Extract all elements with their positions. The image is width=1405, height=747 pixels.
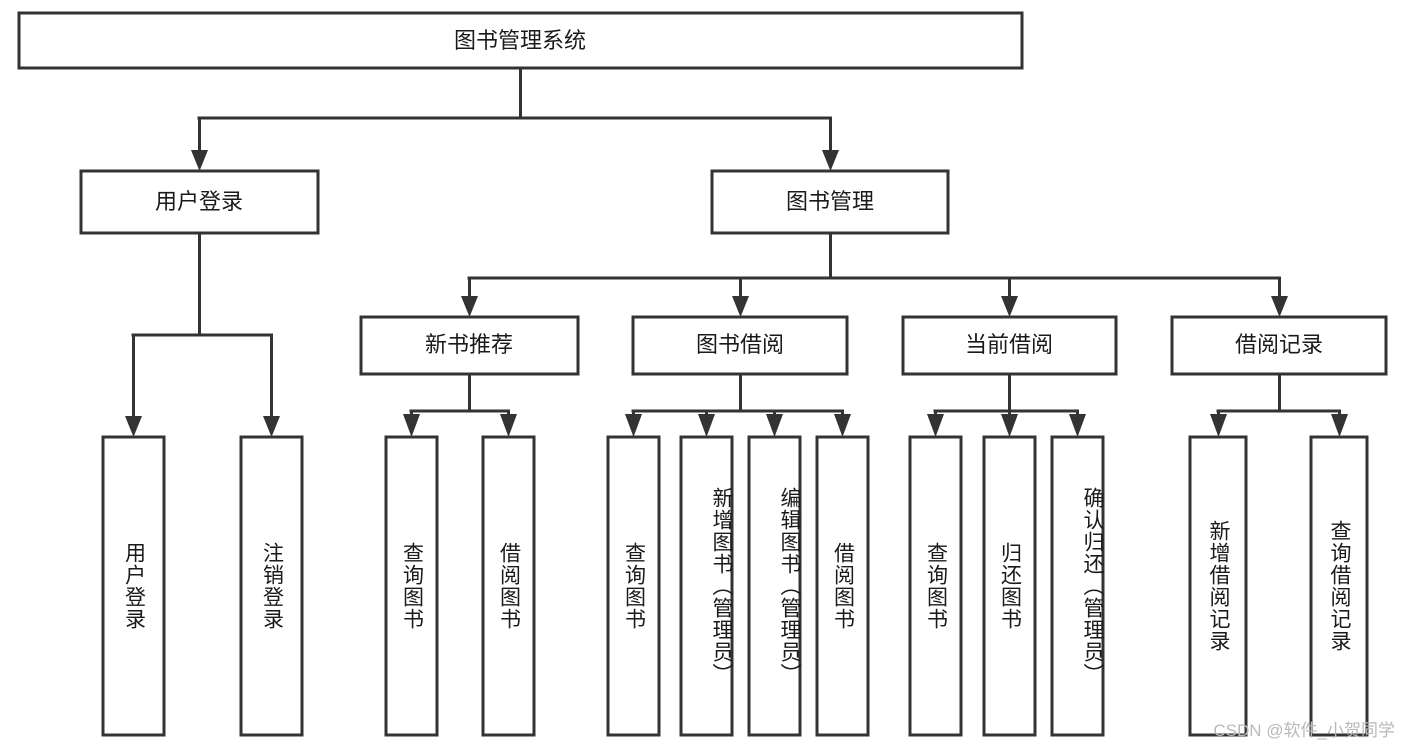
node-group-leaves: [101, 435, 1369, 737]
connector-group-book-manage: [461, 231, 1288, 317]
arrow-head-book-borrow: [732, 296, 749, 317]
node-box-leaf-borrow-add-book[interactable]: [679, 435, 734, 737]
node-label-user-login: 用户登录: [155, 189, 243, 214]
arrow-head-leaf-cur-confirm-return: [1069, 414, 1086, 437]
node-box-leaf-rec-add-record[interactable]: [1188, 435, 1248, 737]
connector-group-current-borrow-children: [927, 372, 1086, 437]
node-box-book-manage[interactable]: [710, 169, 950, 235]
csdn-watermark: CSDN @软件_小贺同学: [1213, 721, 1395, 740]
node-label-book-borrow: 图书借阅: [696, 332, 784, 357]
node-box-new-book-rec[interactable]: [359, 315, 580, 376]
arrow-head-borrow-record: [1271, 296, 1288, 317]
node-box-leaf-borrow-query-book[interactable]: [606, 435, 661, 737]
arrow-head-leaf-cur-return-book: [1001, 414, 1018, 437]
node-box-leaf-borrow-edit-book[interactable]: [747, 435, 802, 737]
arrow-head-book-manage: [822, 150, 839, 171]
node-group-borrow-record: 借阅记录: [1170, 315, 1388, 376]
connector-group-new-book-rec-children: [403, 372, 517, 437]
node-box-leaf-cur-query-book[interactable]: [908, 435, 963, 737]
node-label-new-book-rec: 新书推荐: [425, 332, 513, 357]
arrow-head-leaf-borrow-query-book: [625, 414, 642, 437]
arrow-head-leaf-borrow-borrow-book: [834, 414, 851, 437]
connector-group-user-login-children: [125, 231, 280, 437]
arrow-head-leaf-borrow-edit-book: [766, 414, 783, 437]
node-box-leaf-rec-query-record[interactable]: [1309, 435, 1369, 737]
node-box-borrow-record[interactable]: [1170, 315, 1388, 376]
arrow-head-leaf-user-login: [125, 416, 142, 437]
arrow-head-leaf-rec-query-record: [1331, 414, 1348, 437]
node-box-leaf-rec-borrow-book[interactable]: [481, 435, 536, 737]
node-group-root: 图书管理系统: [17, 11, 1024, 70]
arrow-head-leaf-rec-borrow-book: [500, 414, 517, 437]
connector-group-borrow-record-children: [1210, 372, 1348, 437]
node-box-book-borrow[interactable]: [631, 315, 849, 376]
node-box-leaf-user-login[interactable]: [101, 435, 166, 737]
node-box-root[interactable]: [17, 11, 1024, 70]
node-label-borrow-record: 借阅记录: [1235, 332, 1323, 357]
node-group-user-login: 用户登录: [79, 169, 320, 235]
arrow-head-leaf-rec-add-record: [1210, 414, 1227, 437]
node-box-leaf-cur-return-book[interactable]: [982, 435, 1037, 737]
node-group-current-borrow: 当前借阅: [901, 315, 1118, 376]
node-box-leaf-borrow-borrow-book[interactable]: [815, 435, 870, 737]
arrow-head-leaf-borrow-add-book: [698, 414, 715, 437]
connector-group-root: [191, 66, 839, 171]
node-group-book-borrow: 图书借阅: [631, 315, 849, 376]
node-box-leaf-rec-query-book[interactable]: [384, 435, 439, 737]
node-box-current-borrow[interactable]: [901, 315, 1118, 376]
node-box-leaf-user-logout[interactable]: [239, 435, 304, 737]
arrow-head-user-login: [191, 150, 208, 171]
node-group-new-book-rec: 新书推荐: [359, 315, 580, 376]
connector-group-book-borrow-children: [625, 372, 851, 437]
node-label-root: 图书管理系统: [454, 28, 586, 53]
node-label-book-manage: 图书管理: [786, 189, 874, 214]
node-box-leaf-cur-confirm-return[interactable]: [1050, 435, 1105, 737]
arrow-head-leaf-rec-query-book: [403, 414, 420, 437]
arrow-head-leaf-user-logout: [263, 416, 280, 437]
arrow-head-new-book-rec: [461, 296, 478, 317]
node-label-current-borrow: 当前借阅: [965, 332, 1053, 357]
arrow-head-leaf-cur-query-book: [927, 414, 944, 437]
arrow-head-current-borrow: [1001, 296, 1018, 317]
node-box-user-login[interactable]: [79, 169, 320, 235]
node-group-book-manage: 图书管理: [710, 169, 950, 235]
